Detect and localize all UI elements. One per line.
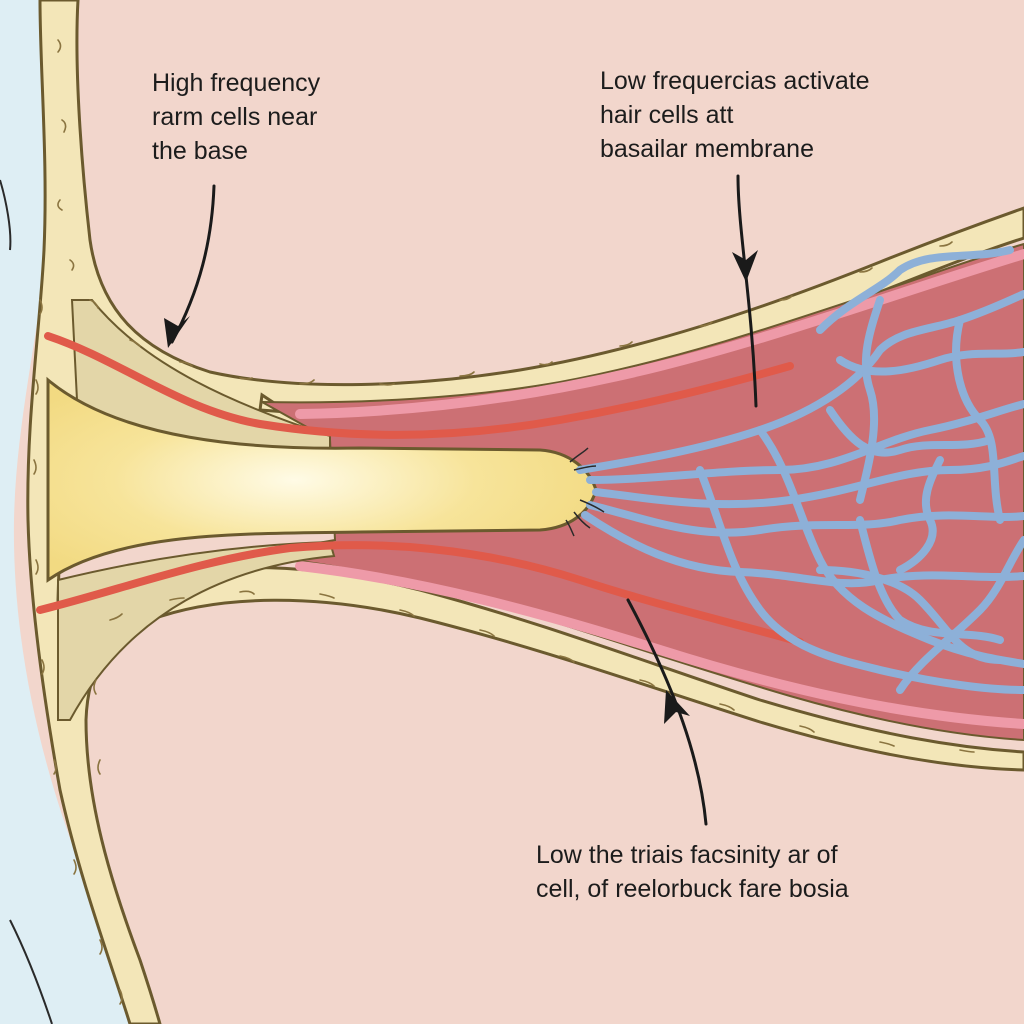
arrowhead-low-frequency-top: [732, 250, 758, 282]
upper-red-vessel: [44, 332, 794, 439]
lower-stria: [295, 561, 1024, 729]
annotation-line: Low frequercias activate: [600, 67, 870, 95]
annotation-high-frequency: High frequency rarm cells near the base: [152, 66, 320, 168]
annotation-line: Low the triais facsinity ar of: [536, 841, 838, 869]
arrowhead-high-frequency: [164, 316, 190, 348]
lower-red-vessel: [36, 541, 804, 646]
annotation-low-frequency-top: Low frequercias activate hair cells att …: [600, 64, 870, 166]
membrane-texture: [33, 39, 975, 1005]
arrowhead-low-frequency-bottom: [664, 690, 690, 724]
annotation-line: rarm cells near: [152, 103, 318, 131]
arrow-low-frequency-bottom: [626, 598, 708, 826]
annotation-line: cell, of reelorbuck fare bosia: [536, 875, 849, 903]
annotation-low-frequency-bottom: Low the triais facsinity ar of cell, of …: [536, 838, 849, 906]
left-chamber: [0, 0, 130, 1024]
arrowheads: [164, 250, 758, 724]
annotation-line: hair cells att: [600, 101, 734, 129]
nerve-fibers: [576, 246, 1024, 694]
annotation-line: basailar membrane: [600, 135, 814, 163]
upper-stria: [295, 249, 1024, 419]
core-tip-fibers: [565, 447, 605, 537]
annotation-line: the base: [152, 137, 248, 165]
left-chamber-edge: [0, 179, 53, 1024]
annotation-line: High frequency: [152, 69, 321, 97]
